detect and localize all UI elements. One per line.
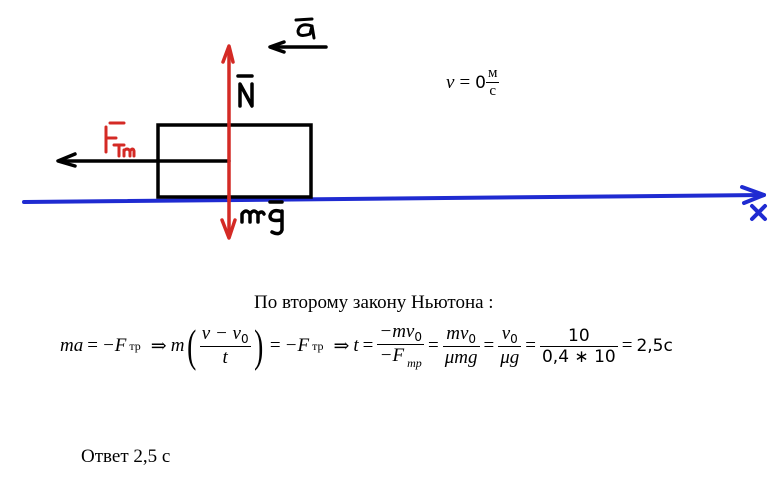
eq-ma: ma <box>60 335 84 356</box>
gravity-force-label <box>240 200 284 236</box>
sub-zero: 0 <box>510 332 518 346</box>
frac-5: 10 0,4 ∗ 10 <box>539 326 618 367</box>
acceleration-vector <box>268 17 328 54</box>
eq-sign: = <box>87 335 98 356</box>
frac-num: v − v <box>201 323 241 344</box>
equals-sign: = <box>459 71 471 93</box>
eq-sign: = <box>269 335 281 356</box>
velocity-value: 0 <box>475 72 486 93</box>
eq-sub: тр <box>129 338 141 353</box>
eq-m: m <box>170 335 185 356</box>
frac-den: −F <box>379 345 405 366</box>
frac-3: mv0 μmg <box>442 323 480 369</box>
initial-velocity: v = 0 м с <box>446 65 500 100</box>
frac-den: t <box>222 347 228 368</box>
acceleration-arrowhead-icon <box>268 40 286 54</box>
velocity-unit: м с <box>485 65 500 100</box>
unit-numerator: м <box>485 65 500 83</box>
answer-text: Ответ 2,5 с <box>81 446 171 467</box>
frac-num: v <box>501 323 511 344</box>
x-axis-line <box>22 193 766 204</box>
implies-sign: ⇒ <box>150 335 167 357</box>
sub-zero: 0 <box>468 332 477 346</box>
eq-sign: = <box>362 335 374 356</box>
frac-num: −mv <box>379 321 415 342</box>
frac-den: μg <box>500 347 520 368</box>
friction-force-label <box>104 121 136 158</box>
frac-num: mv <box>446 323 469 344</box>
frac-den: 0,4 ∗ 10 <box>541 346 616 367</box>
normal-arrowhead-icon <box>221 44 235 64</box>
eq-sub: тр <box>312 338 324 353</box>
gravity-force-vector <box>220 195 284 240</box>
frac-num: 10 <box>539 326 618 347</box>
friction-force-vector <box>56 121 231 168</box>
frac-den: μmg <box>444 347 478 368</box>
normal-force-label <box>236 74 254 108</box>
normal-force-vector <box>221 44 254 202</box>
sub-zero: 0 <box>414 330 423 344</box>
acceleration-label <box>294 17 316 40</box>
solution-title: По второму закону Ньютона : <box>254 292 494 313</box>
sub-zero: 0 <box>240 332 249 346</box>
eq-sign: = <box>621 335 633 356</box>
frac-4: v0 μg <box>498 323 522 369</box>
frac-dv-dt: v − v0 t <box>199 323 251 369</box>
result-value: 2,5c <box>636 336 673 356</box>
x-axis-label <box>750 204 767 221</box>
gravity-arrowhead-icon <box>220 218 237 240</box>
velocity-symbol: v <box>446 71 455 93</box>
eq-sign: = <box>525 335 536 356</box>
eq-sign: = <box>483 335 495 356</box>
eq-t: t <box>353 335 359 356</box>
friction-arrowhead-icon <box>56 152 77 168</box>
x-axis-arrowhead-icon <box>740 185 766 205</box>
x-axis <box>22 185 767 221</box>
eq-sign: = <box>428 335 439 356</box>
eq-minus-f: −F <box>101 335 127 356</box>
eq-minus-f: −F <box>284 335 310 356</box>
unit-denominator: с <box>489 83 497 99</box>
eq-sub: тр <box>407 356 422 370</box>
implies-sign: ⇒ <box>333 335 350 357</box>
